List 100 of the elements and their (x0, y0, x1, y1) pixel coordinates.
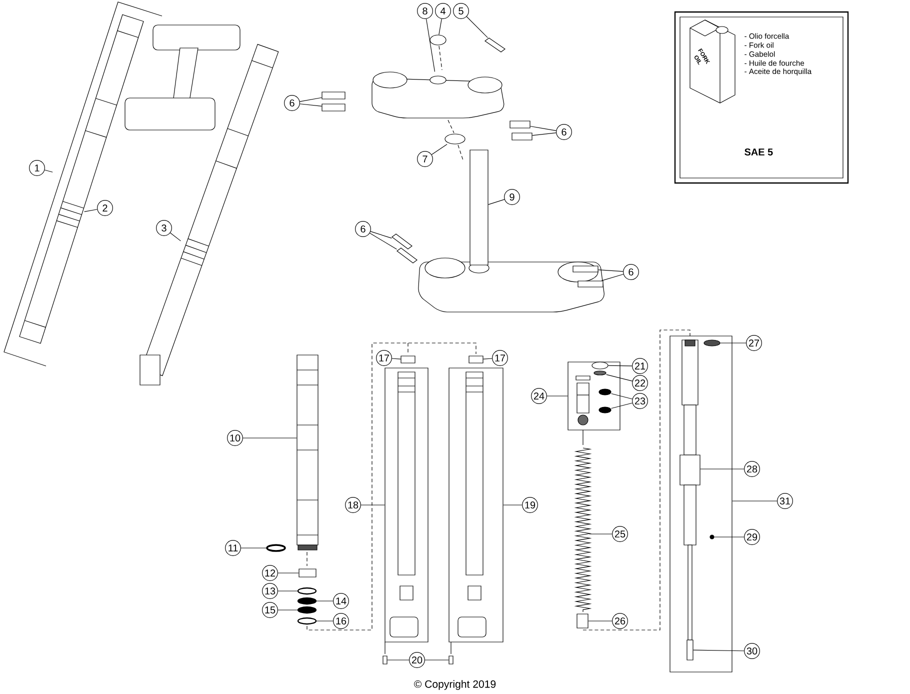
oil-grade: SAE 5 (744, 148, 773, 156)
callout-number: 24 (531, 388, 547, 404)
leader-line (611, 402, 633, 409)
callout-number: 21 (632, 358, 648, 374)
leader-line (370, 231, 392, 238)
bolt-drawing (396, 248, 418, 264)
leader-line (714, 536, 744, 538)
callout-number: 15 (262, 602, 278, 618)
leader-line (720, 342, 746, 344)
callout-number: 13 (262, 583, 278, 599)
leader-line (170, 232, 181, 242)
bushing-drawing (298, 568, 316, 578)
leader-line (426, 18, 436, 72)
callout-number: 11 (225, 540, 241, 556)
bracket-frame (384, 368, 428, 642)
callout-number: 30 (744, 643, 760, 659)
leader-line (438, 18, 442, 35)
callout-number: 14 (333, 593, 349, 609)
rod-end-drawing (686, 640, 694, 660)
leader-line (316, 600, 334, 602)
callout-number: 3 (156, 220, 172, 236)
cartridge-drawing (680, 340, 700, 640)
leader-line (483, 358, 492, 360)
callout-number: 6 (623, 264, 639, 280)
callout-number: 28 (744, 461, 760, 477)
leader-line (606, 374, 633, 382)
leader-line (488, 199, 505, 205)
bracket-frame (448, 368, 504, 642)
leader-line (300, 104, 322, 107)
bolt-drawing (510, 120, 530, 128)
callout-number: 7 (417, 151, 433, 167)
nut-drawing (576, 614, 588, 628)
callout-number: 5 (453, 3, 469, 19)
ring-drawing (297, 617, 317, 625)
leader-line (503, 504, 522, 506)
spring-drawing (574, 448, 592, 612)
leader-line (84, 209, 98, 212)
ring-drawing (297, 606, 317, 614)
leader-line (370, 232, 397, 250)
bracket-frame (670, 336, 732, 672)
callout-number: 6 (284, 95, 300, 111)
leader-line (588, 620, 612, 622)
callout-number: 9 (504, 189, 520, 205)
callout-number: 4 (435, 3, 451, 19)
leader-line (44, 170, 53, 172)
callout-number: 27 (746, 335, 762, 351)
o-ring-drawing (444, 134, 466, 144)
pin-drawing (710, 534, 714, 540)
leader-line (732, 500, 778, 502)
callout-number: 1 (29, 160, 45, 176)
callout-number: 19 (522, 497, 538, 513)
callout-number: 17 (376, 350, 392, 366)
screw-drawing (448, 656, 454, 664)
seal-band-drawing (56, 201, 84, 228)
ring-drawing (297, 587, 317, 595)
bolt-drawing (572, 266, 598, 272)
callout-number: 25 (612, 526, 628, 542)
callout-number: 6 (556, 124, 572, 140)
callout-number: 10 (227, 430, 243, 446)
cap-drawing (592, 362, 608, 370)
leader-line (316, 620, 334, 622)
seal-band-drawing (180, 238, 210, 266)
o-ring-drawing (598, 388, 612, 396)
bolt-drawing (512, 132, 532, 140)
leader-line (693, 650, 744, 652)
callout-number: 23 (632, 393, 648, 409)
o-ring-drawing (598, 406, 612, 414)
callout-number: 16 (333, 613, 349, 629)
seal-drawing (594, 370, 606, 376)
leader-line (532, 132, 556, 136)
o-ring-drawing (704, 340, 720, 346)
leader-line (608, 365, 632, 366)
cap-drawing (468, 356, 484, 364)
info-box (674, 11, 849, 184)
callout-number: 8 (417, 3, 433, 19)
leader-line (360, 504, 385, 506)
callout-number: 18 (345, 497, 361, 513)
leader-line (700, 468, 744, 470)
callout-number: 6 (355, 221, 371, 237)
leader-line (530, 126, 556, 131)
leader-line (598, 270, 624, 272)
screw-drawing (382, 656, 388, 664)
bolt-drawing (578, 280, 604, 288)
ring-drawing (297, 597, 317, 605)
callout-number: 2 (97, 200, 113, 216)
bracket-frame (568, 362, 620, 430)
leader-line (392, 358, 401, 360)
callout-number: 20 (409, 652, 425, 668)
copyright-note: © Copyright 2019 (414, 680, 496, 690)
leader-line (601, 274, 624, 281)
cap-drawing (400, 356, 416, 364)
bolt-drawing (392, 234, 412, 250)
callout-number: 31 (777, 493, 793, 509)
callout-number: 22 (632, 375, 648, 391)
fork-tube-drawing (296, 354, 318, 550)
bolt-drawing (322, 104, 346, 112)
o-ring-drawing (266, 544, 286, 552)
callout-number: 12 (262, 565, 278, 581)
bolt-drawing (484, 38, 506, 52)
callout-number: 29 (744, 529, 760, 545)
